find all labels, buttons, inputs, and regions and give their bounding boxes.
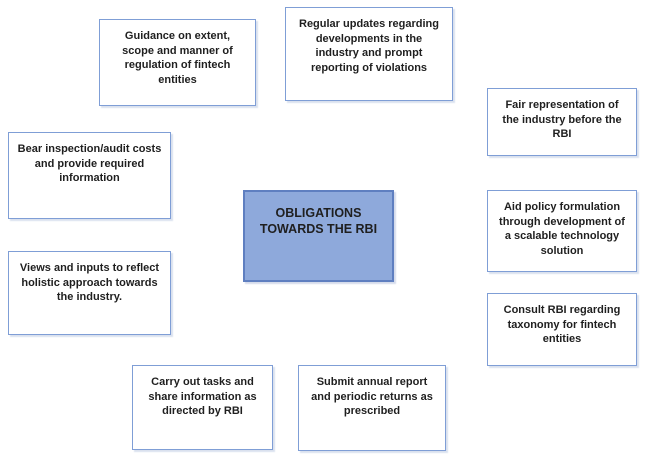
node-carry-out-tasks: Carry out tasks and share information as… [132, 365, 273, 450]
node-policy-formulation: Aid policy formulation through developme… [487, 190, 637, 272]
node-annual-report: Submit annual report and periodic return… [298, 365, 446, 451]
node-regular-updates: Regular updates regarding developments i… [285, 7, 453, 101]
node-guidance: Guidance on extent, scope and manner of … [99, 19, 256, 106]
node-views-inputs: Views and inputs to reflect holistic app… [8, 251, 171, 335]
center-obligations-box: OBLIGATIONS TOWARDS THE RBI [243, 190, 394, 282]
node-fair-representation: Fair representation of the industry befo… [487, 88, 637, 156]
node-inspection-costs: Bear inspection/audit costs and provide … [8, 132, 171, 219]
node-consult-taxonomy: Consult RBI regarding taxonomy for finte… [487, 293, 637, 366]
